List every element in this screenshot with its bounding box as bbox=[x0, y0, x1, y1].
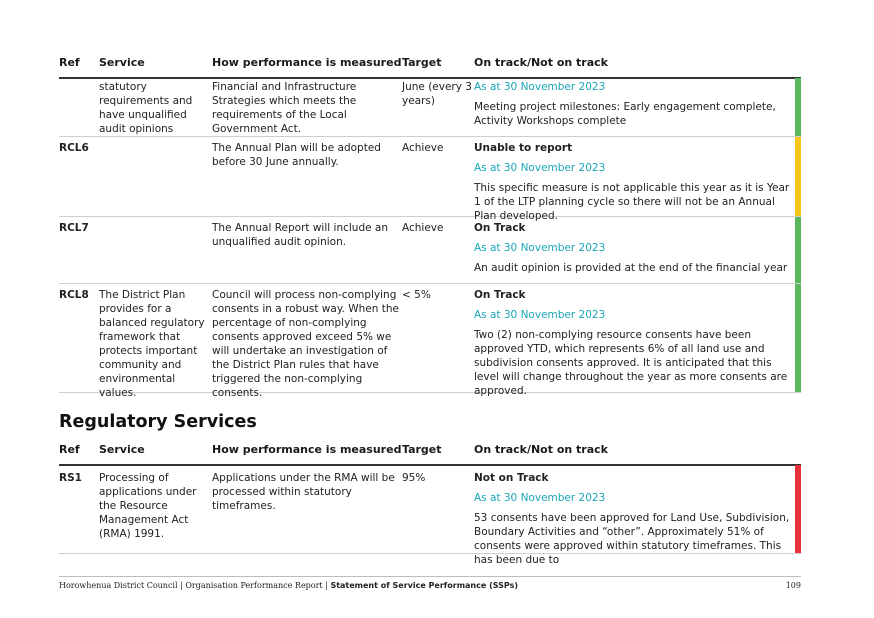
status-detail: 53 consents have been approved for Land … bbox=[474, 512, 790, 566]
status-detail: Meeting project milestones: Early engage… bbox=[474, 101, 776, 127]
status-detail: Two (2) non-complying resource consents … bbox=[474, 329, 788, 397]
performance-table-top: Ref Service How performance is measured … bbox=[59, 56, 801, 399]
status-detail: This specific measure is not applicable … bbox=[474, 182, 790, 222]
status-cell: Not on Track As at 30 November 2023 53 c… bbox=[474, 471, 794, 573]
section-title: Regulatory Services bbox=[59, 412, 257, 432]
as-at-date: As at 30 November 2023 bbox=[474, 492, 606, 504]
target-cell: 95% bbox=[402, 472, 426, 484]
as-at-date: As at 30 November 2023 bbox=[474, 309, 606, 321]
header-status: On track/Not on track bbox=[474, 443, 608, 456]
status-detail: An audit opinion is provided at the end … bbox=[474, 262, 788, 274]
as-at-date: As at 30 November 2023 bbox=[474, 242, 606, 254]
status-cell: As at 30 November 2023 Meeting project m… bbox=[474, 80, 794, 134]
header-service: Service bbox=[99, 443, 145, 456]
measure-cell: The Annual Report will include an unqual… bbox=[212, 222, 388, 248]
header-ref: Ref bbox=[59, 56, 80, 69]
table-header: Ref Service How performance is measured … bbox=[59, 443, 801, 461]
table-header: Ref Service How performance is measured … bbox=[59, 56, 801, 74]
header-how: How performance is measured bbox=[212, 443, 402, 456]
status-bar-red bbox=[795, 465, 801, 553]
page-footer: Horowhenua District Council | Organisati… bbox=[59, 576, 801, 590]
status-cell: On Track As at 30 November 2023 An audit… bbox=[474, 221, 794, 281]
measure-cell: Applications under the RMA will be proce… bbox=[212, 472, 395, 512]
ref-cell: RCL8 bbox=[59, 289, 89, 301]
header-how: How performance is measured bbox=[212, 56, 402, 69]
table-row: RCL6 The Annual Plan will be adopted bef… bbox=[59, 137, 801, 222]
target-cell: Achieve bbox=[402, 142, 444, 154]
status-heading: Unable to report bbox=[474, 142, 573, 154]
footer-text: Horowhenua District Council | Organisati… bbox=[59, 581, 331, 590]
service-cell: statutory requirements and have unqualif… bbox=[99, 81, 193, 135]
status-heading: Not on Track bbox=[474, 472, 549, 484]
target-cell: June (every 3 years) bbox=[402, 81, 472, 107]
as-at-date: As at 30 November 2023 bbox=[474, 162, 606, 174]
measure-cell: The Annual Plan will be adopted before 3… bbox=[212, 142, 381, 168]
service-cell: The District Plan provides for a balance… bbox=[99, 289, 205, 399]
table-row: RCL7 The Annual Report will include an u… bbox=[59, 217, 801, 284]
header-ref: Ref bbox=[59, 443, 80, 456]
status-cell: Unable to report As at 30 November 2023 … bbox=[474, 141, 794, 229]
status-bar-green bbox=[795, 78, 801, 136]
target-cell: < 5% bbox=[402, 289, 431, 301]
header-rule bbox=[59, 77, 801, 79]
status-bar-yellow bbox=[795, 137, 801, 216]
header-target: Target bbox=[402, 56, 442, 69]
target-cell: Achieve bbox=[402, 222, 444, 234]
measure-cell: Financial and Infrastructure Strategies … bbox=[212, 81, 357, 135]
table-row: statutory requirements and have unqualif… bbox=[59, 78, 801, 137]
measure-cell: Council will process non-complying conse… bbox=[212, 289, 399, 399]
as-at-date: As at 30 November 2023 bbox=[474, 81, 606, 93]
status-cell: On Track As at 30 November 2023 Two (2) … bbox=[474, 288, 794, 404]
header-target: Target bbox=[402, 443, 442, 456]
page-number: 109 bbox=[785, 581, 801, 590]
ref-cell: RS1 bbox=[59, 472, 82, 484]
header-status: On track/Not on track bbox=[474, 56, 608, 69]
footer-section-title: Statement of Service Performance (SSPs) bbox=[330, 581, 519, 590]
status-bar-green bbox=[795, 284, 801, 392]
header-service: Service bbox=[99, 56, 145, 69]
header-rule bbox=[59, 464, 801, 466]
ref-cell: RCL6 bbox=[59, 142, 89, 154]
status-bar-green bbox=[795, 217, 801, 283]
table-row: RCL8 The District Plan provides for a ba… bbox=[59, 284, 801, 399]
table-row: RS1 Processing of applications under the… bbox=[59, 465, 801, 566]
status-heading: On Track bbox=[474, 289, 526, 301]
ref-cell: RCL7 bbox=[59, 222, 89, 234]
service-cell: Processing of applications under the Res… bbox=[99, 472, 197, 540]
regulatory-services-table: Ref Service How performance is measured … bbox=[59, 443, 801, 566]
status-heading: On Track bbox=[474, 222, 526, 234]
